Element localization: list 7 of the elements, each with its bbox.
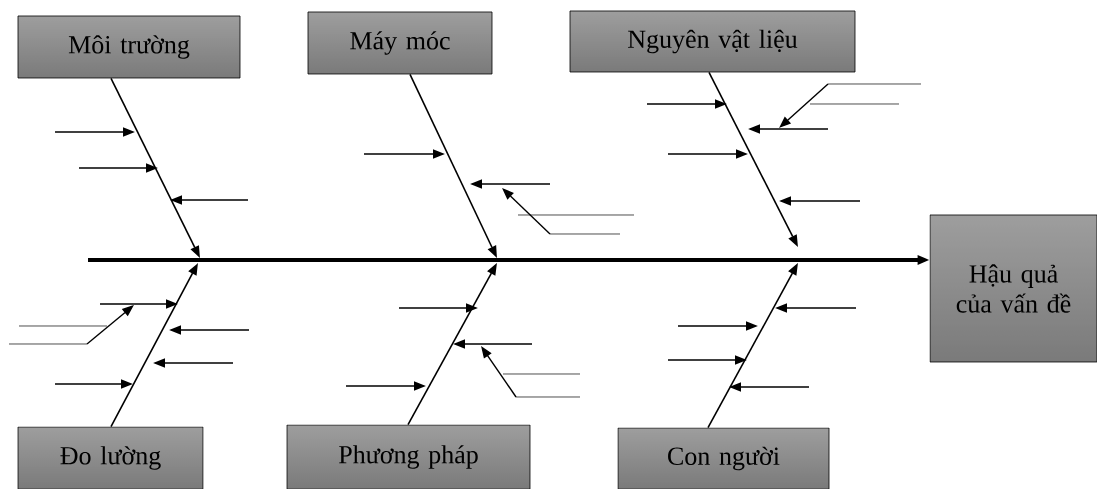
category-box: Máy móc xyxy=(307,11,493,75)
category-box: Con người xyxy=(617,427,830,489)
category-box: Môi trường xyxy=(17,15,241,79)
category-box: Hậu quả của vấn đề xyxy=(929,214,1097,363)
category-box: Nguyên vật liệu xyxy=(569,10,856,73)
category-box: Đo lường xyxy=(17,426,204,489)
category-box: Phương pháp xyxy=(286,424,531,489)
